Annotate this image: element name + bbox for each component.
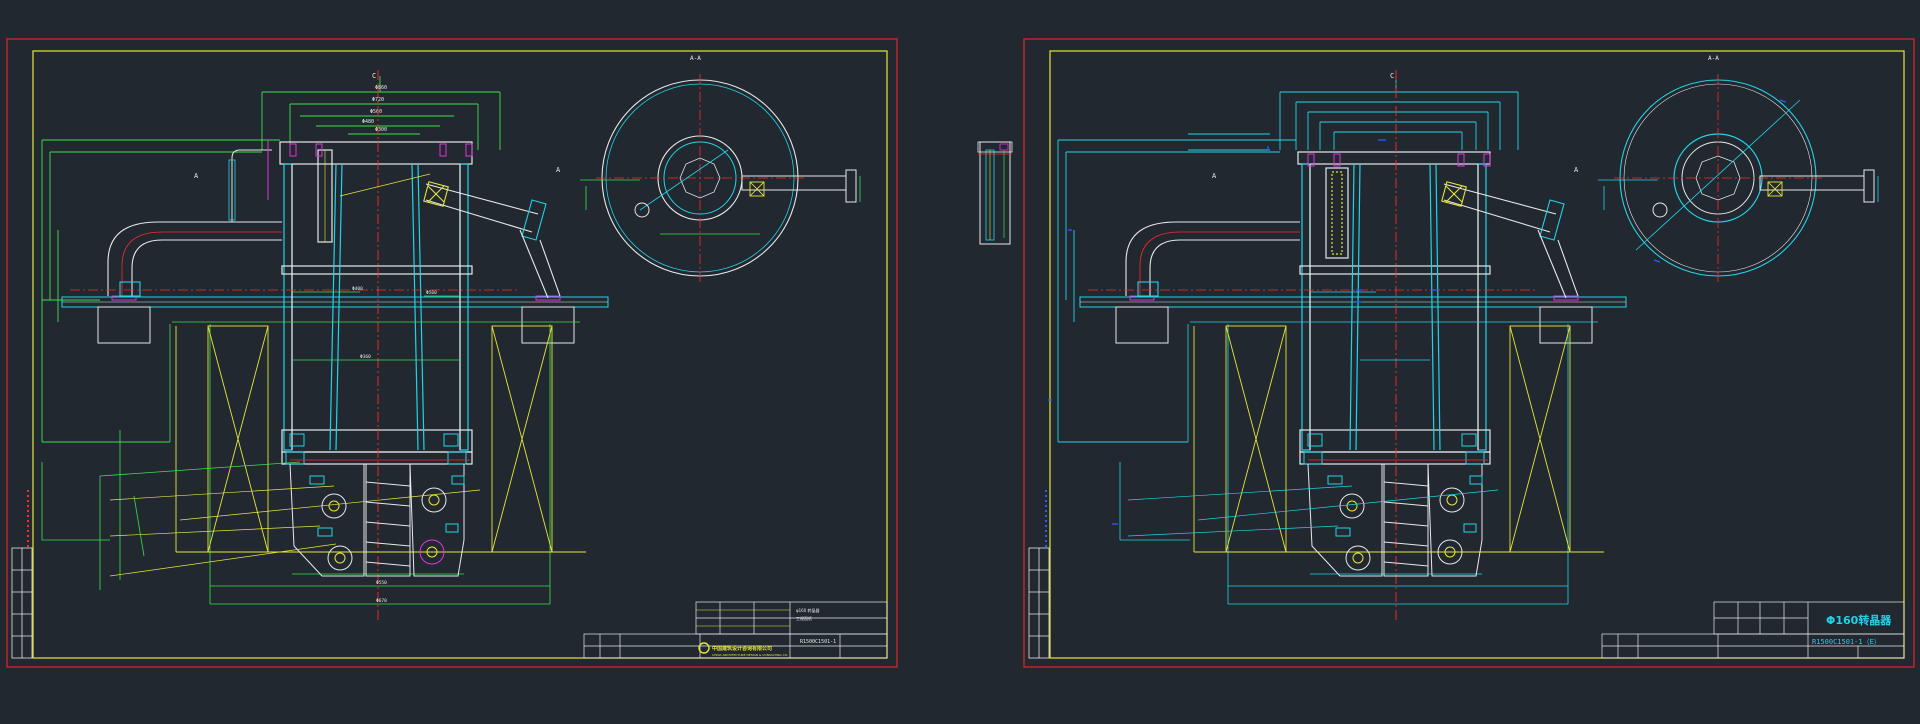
right-inlet-pipe [1125,221,1300,297]
left-internal-dimensions [119,291,580,605]
right-flange-plate [1079,295,1627,344]
left-inlet-pipe [107,221,282,297]
left-angled-outlet [423,181,561,299]
svg-text:Φ720: Φ720 [372,97,384,103]
left-flange-plate [61,295,609,344]
right-title-block [1601,601,1905,659]
left-drive-assembly [289,463,465,577]
right-section-a-mark-2: A [1574,166,1579,174]
left-sheet-border [6,38,898,668]
svg-text:Φ480: Φ480 [362,119,374,125]
left-company-logo: 中国建筑设计咨询有限公司 CHINA ARCHITECTURE DESIGN &… [698,642,788,657]
right-drive-leaders [1127,459,1499,537]
left-support-frame [175,325,586,553]
left-green-slant-dims [41,461,301,590]
right-bottom-flange-details [1303,433,1485,465]
right-sheet-border [1023,38,1915,668]
left-title-line1: φ160 转晶器 [796,607,820,613]
left-side-dimensions [41,139,280,443]
svg-text:Φ860: Φ860 [375,85,387,91]
left-probe [228,140,272,222]
left-top-bolts [289,143,473,157]
left-drawing-number: R1500C1501-1 [800,639,836,645]
svg-text:Φ550: Φ550 [376,580,387,586]
svg-text:Φ360: Φ360 [360,354,371,360]
left-top-dim-text: Φ860 Φ720 Φ560 Φ480 Φ300 [362,85,387,133]
right-top-bolts [1307,153,1491,167]
right-section-a-mark: A [1212,172,1217,180]
left-dim-text-block: Φ400 Φ360 Φ560 Φ550 Φ670 [352,286,437,604]
right-drawing-number: R1500C1501-1（E） [1812,638,1881,646]
svg-text:Φ300: Φ300 [375,127,387,133]
right-section-aa [1598,74,1879,282]
left-title-line2: 工程图纸 [796,615,812,621]
right-sheet: C [1023,38,1915,668]
left-section-aa [580,74,861,282]
left-company-name: 中国建筑设计咨询有限公司 [712,645,772,652]
left-outlet-leader [339,173,431,197]
left-sheet: Φ860 Φ720 Φ560 Φ480 Φ300 C [6,38,898,668]
right-drawing-title: Φ160转晶器 [1826,613,1892,627]
right-vessel-body [1297,151,1491,465]
left-section-mark-c: C [372,72,376,80]
right-section-mark-c: C [1390,72,1394,80]
left-drawing-frame [32,50,888,659]
left-section-a-mark: A [194,172,199,180]
left-revision-table [11,547,33,659]
left-section-aa-label: A-A [690,55,701,62]
svg-text:Φ560: Φ560 [426,290,437,296]
right-section-aa-label: A-A [1708,55,1719,62]
right-support-frame [1193,325,1604,553]
svg-text:Φ400: Φ400 [352,286,363,292]
left-company-name-en: CHINA ARCHITECTURE DESIGN & CONSULTING C… [712,653,788,657]
svg-text:Φ670: Φ670 [376,598,387,604]
right-angled-outlet [1441,181,1579,299]
svg-text:Φ560: Φ560 [370,109,382,115]
right-revision-table [1028,547,1050,659]
right-blue-markers [1048,99,1787,525]
middle-detail-view [977,141,1013,245]
left-vessel-body [279,141,473,465]
right-side-dimensions [1057,133,1296,443]
left-drive-leaders [109,459,481,577]
right-internal-dimensions [1119,291,1598,605]
left-title-block [583,601,888,659]
left-title-block-yellow [696,609,790,627]
left-bottom-flange-details [285,433,467,465]
right-drive-assembly [1307,463,1483,577]
right-drawing-frame [1049,50,1905,659]
left-section-a-mark-2: A [556,166,561,174]
right-top-dimensions [1279,76,1519,150]
